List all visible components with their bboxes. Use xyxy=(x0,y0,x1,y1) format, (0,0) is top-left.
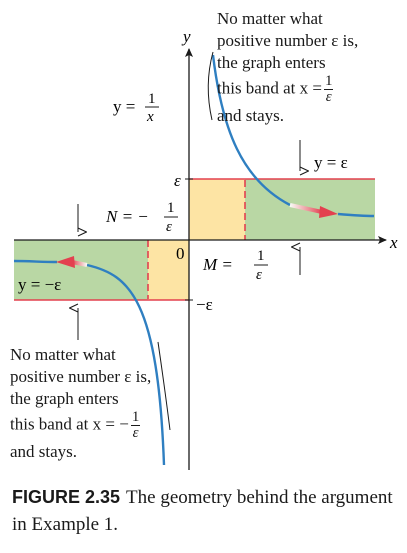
left-arrow-head xyxy=(56,256,75,268)
bottom-note-line-3: the graph enters xyxy=(10,389,119,408)
origin-label: 0 xyxy=(176,244,185,263)
top-note-last-line: and stays. xyxy=(217,106,285,125)
lower-yellow-box xyxy=(148,240,189,300)
curve-label: y = 1 x xyxy=(113,91,159,125)
upper-yellow-box xyxy=(189,179,245,240)
neg-epsilon-label: −ε xyxy=(196,295,213,314)
top-note-leader xyxy=(207,51,214,121)
svg-text:ε: ε xyxy=(256,267,262,283)
svg-text:1: 1 xyxy=(148,91,156,107)
svg-text:x: x xyxy=(146,109,154,125)
right-approach-arrow xyxy=(289,203,323,214)
bottom-note-leader xyxy=(157,341,171,431)
bottom-note-last-line: and stays. xyxy=(10,442,78,461)
figure-graph: y x 0 ε −ε y = ε y = −ε y = 1 x M = 1 ε … xyxy=(13,27,398,470)
m-label: M = 1 ε xyxy=(202,248,268,283)
svg-text:1: 1 xyxy=(257,248,265,264)
hyperbola-right-tail xyxy=(337,212,375,218)
caption-text: The geometry behind the argument in Exam… xyxy=(12,487,393,535)
svg-text:1: 1 xyxy=(167,200,175,216)
bottom-note-line-1: No matter what xyxy=(10,345,116,364)
top-note-line-3: the graph enters xyxy=(217,53,326,72)
n-label: N = − 1 ε xyxy=(105,200,178,235)
top-note-line-2: positive number ε is, xyxy=(217,31,359,50)
top-note-line-1: No matter what xyxy=(217,9,323,28)
svg-text:y =: y = xyxy=(113,97,135,116)
caption-label: FIGURE 2.35 xyxy=(12,487,121,507)
hyperbola-left-branch xyxy=(86,263,166,466)
svg-text:N = −: N = − xyxy=(105,207,149,226)
right-arrow-head xyxy=(319,206,338,218)
lower-asymptote-label: y = −ε xyxy=(18,275,61,294)
epsilon-label: ε xyxy=(174,171,181,190)
bottom-note-line-2: positive number ε is, xyxy=(10,367,152,386)
hyperbola-left-tail xyxy=(13,259,58,264)
lower-green-band xyxy=(14,240,148,300)
bottom-note: No matter what positive number ε is, the… xyxy=(10,344,151,463)
top-note: No matter what positive number ε is, the… xyxy=(217,8,358,127)
upper-asymptote-label: y = ε xyxy=(314,153,348,172)
hyperbola-right-branch xyxy=(211,54,291,207)
y-axis-label: y xyxy=(181,27,191,46)
svg-text:ε: ε xyxy=(166,219,172,235)
svg-text:M =: M = xyxy=(202,255,233,274)
x-axis-label: x xyxy=(389,233,398,252)
epsilon-boundary-lines xyxy=(14,178,375,301)
